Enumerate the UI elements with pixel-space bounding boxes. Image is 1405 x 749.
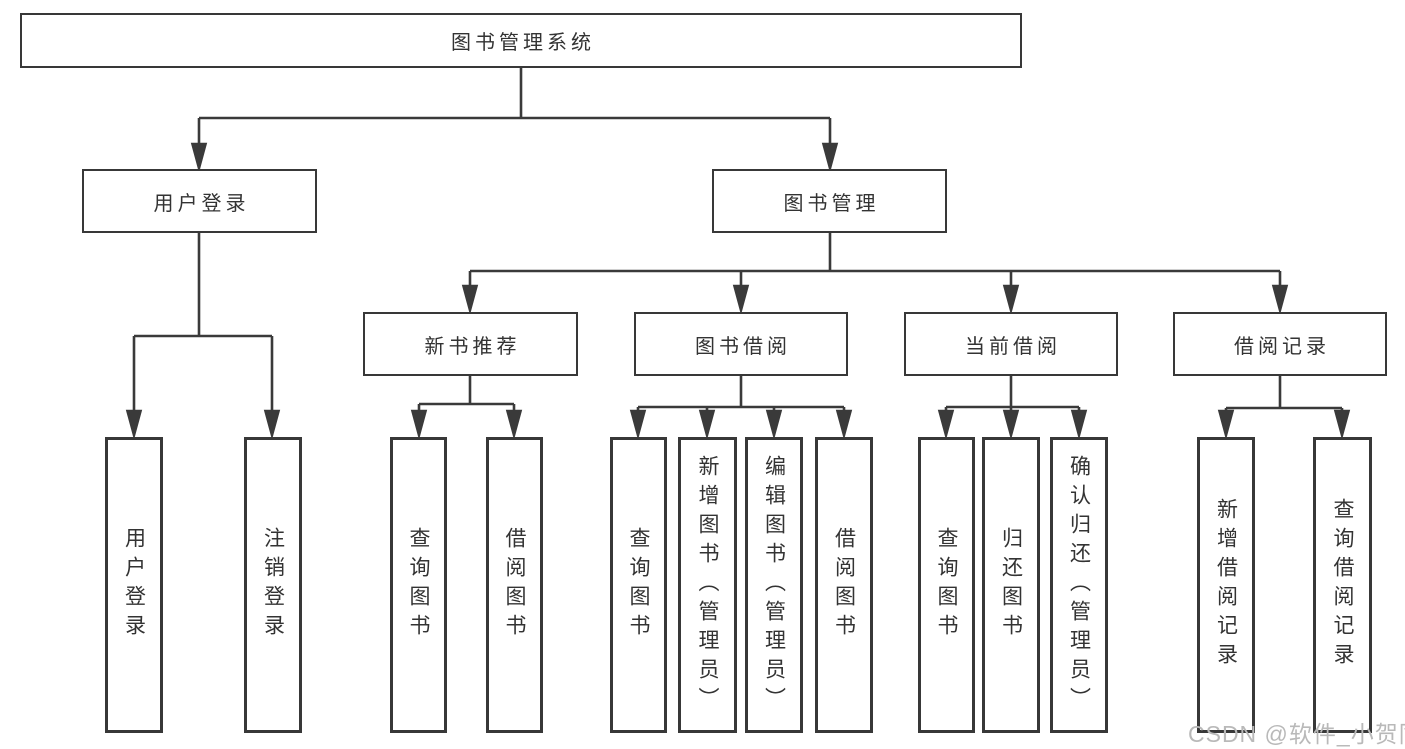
node-query-books-recommend: 查询图书: [390, 437, 447, 733]
node-query-books-borrowing-label: 查询图书: [627, 527, 650, 643]
node-user-login: 用户登录: [82, 169, 317, 233]
node-borrow-books-borrowing: 借阅图书: [815, 437, 873, 733]
node-query-books-current-label: 查询图书: [935, 527, 958, 643]
watermark: CSDN @软件_小贺同学: [1188, 721, 1405, 747]
node-current-borrowing-label: 当前借阅: [965, 335, 1061, 358]
node-user-login-leaf: 用户登录: [105, 437, 163, 733]
node-query-borrow-record-label: 查询借阅记录: [1331, 498, 1354, 672]
node-user-login-label: 用户登录: [153, 192, 250, 215]
node-borrow-books-borrowing-label: 借阅图书: [832, 527, 856, 643]
node-borrowing-records: 借阅记录: [1173, 312, 1387, 376]
node-add-borrow-record: 新增借阅记录: [1197, 437, 1255, 733]
node-borrow-books-recommend: 借阅图书: [486, 437, 543, 733]
node-logout-label: 注销登录: [261, 527, 285, 643]
node-confirm-return-admin-label: 确认归还（管理员）: [1067, 454, 1091, 716]
node-book-borrowing: 图书借阅: [634, 312, 848, 376]
node-new-book-recommendation: 新书推荐: [363, 312, 578, 376]
node-query-borrow-record: 查询借阅记录: [1313, 437, 1372, 733]
node-book-management-label: 图书管理: [783, 192, 880, 215]
node-query-books-current: 查询图书: [918, 437, 975, 733]
node-borrow-books-recommend-label: 借阅图书: [503, 527, 526, 643]
node-book-borrowing-label: 图书借阅: [695, 335, 791, 358]
node-current-borrowing: 当前借阅: [904, 312, 1118, 376]
node-edit-books-admin-label: 编辑图书（管理员）: [762, 454, 786, 716]
node-library-system-label: 图书管理系统: [451, 32, 595, 54]
node-borrowing-records-label: 借阅记录: [1234, 335, 1330, 358]
node-confirm-return-admin: 确认归还（管理员）: [1050, 437, 1108, 733]
node-user-login-leaf-label: 用户登录: [122, 527, 146, 643]
node-edit-books-admin: 编辑图书（管理员）: [745, 437, 803, 733]
node-new-book-recommendation-label: 新书推荐: [424, 335, 521, 358]
node-library-system: 图书管理系统: [20, 13, 1022, 68]
node-add-books-admin-label: 新增图书（管理员）: [696, 454, 719, 716]
node-logout: 注销登录: [244, 437, 302, 733]
node-return-books: 归还图书: [982, 437, 1040, 733]
node-query-books-borrowing: 查询图书: [610, 437, 667, 733]
node-add-borrow-record-label: 新增借阅记录: [1214, 498, 1238, 672]
node-query-books-recommend-label: 查询图书: [407, 527, 430, 643]
node-book-management: 图书管理: [712, 169, 947, 233]
node-return-books-label: 归还图书: [999, 527, 1023, 643]
node-add-books-admin: 新增图书（管理员）: [678, 437, 737, 733]
